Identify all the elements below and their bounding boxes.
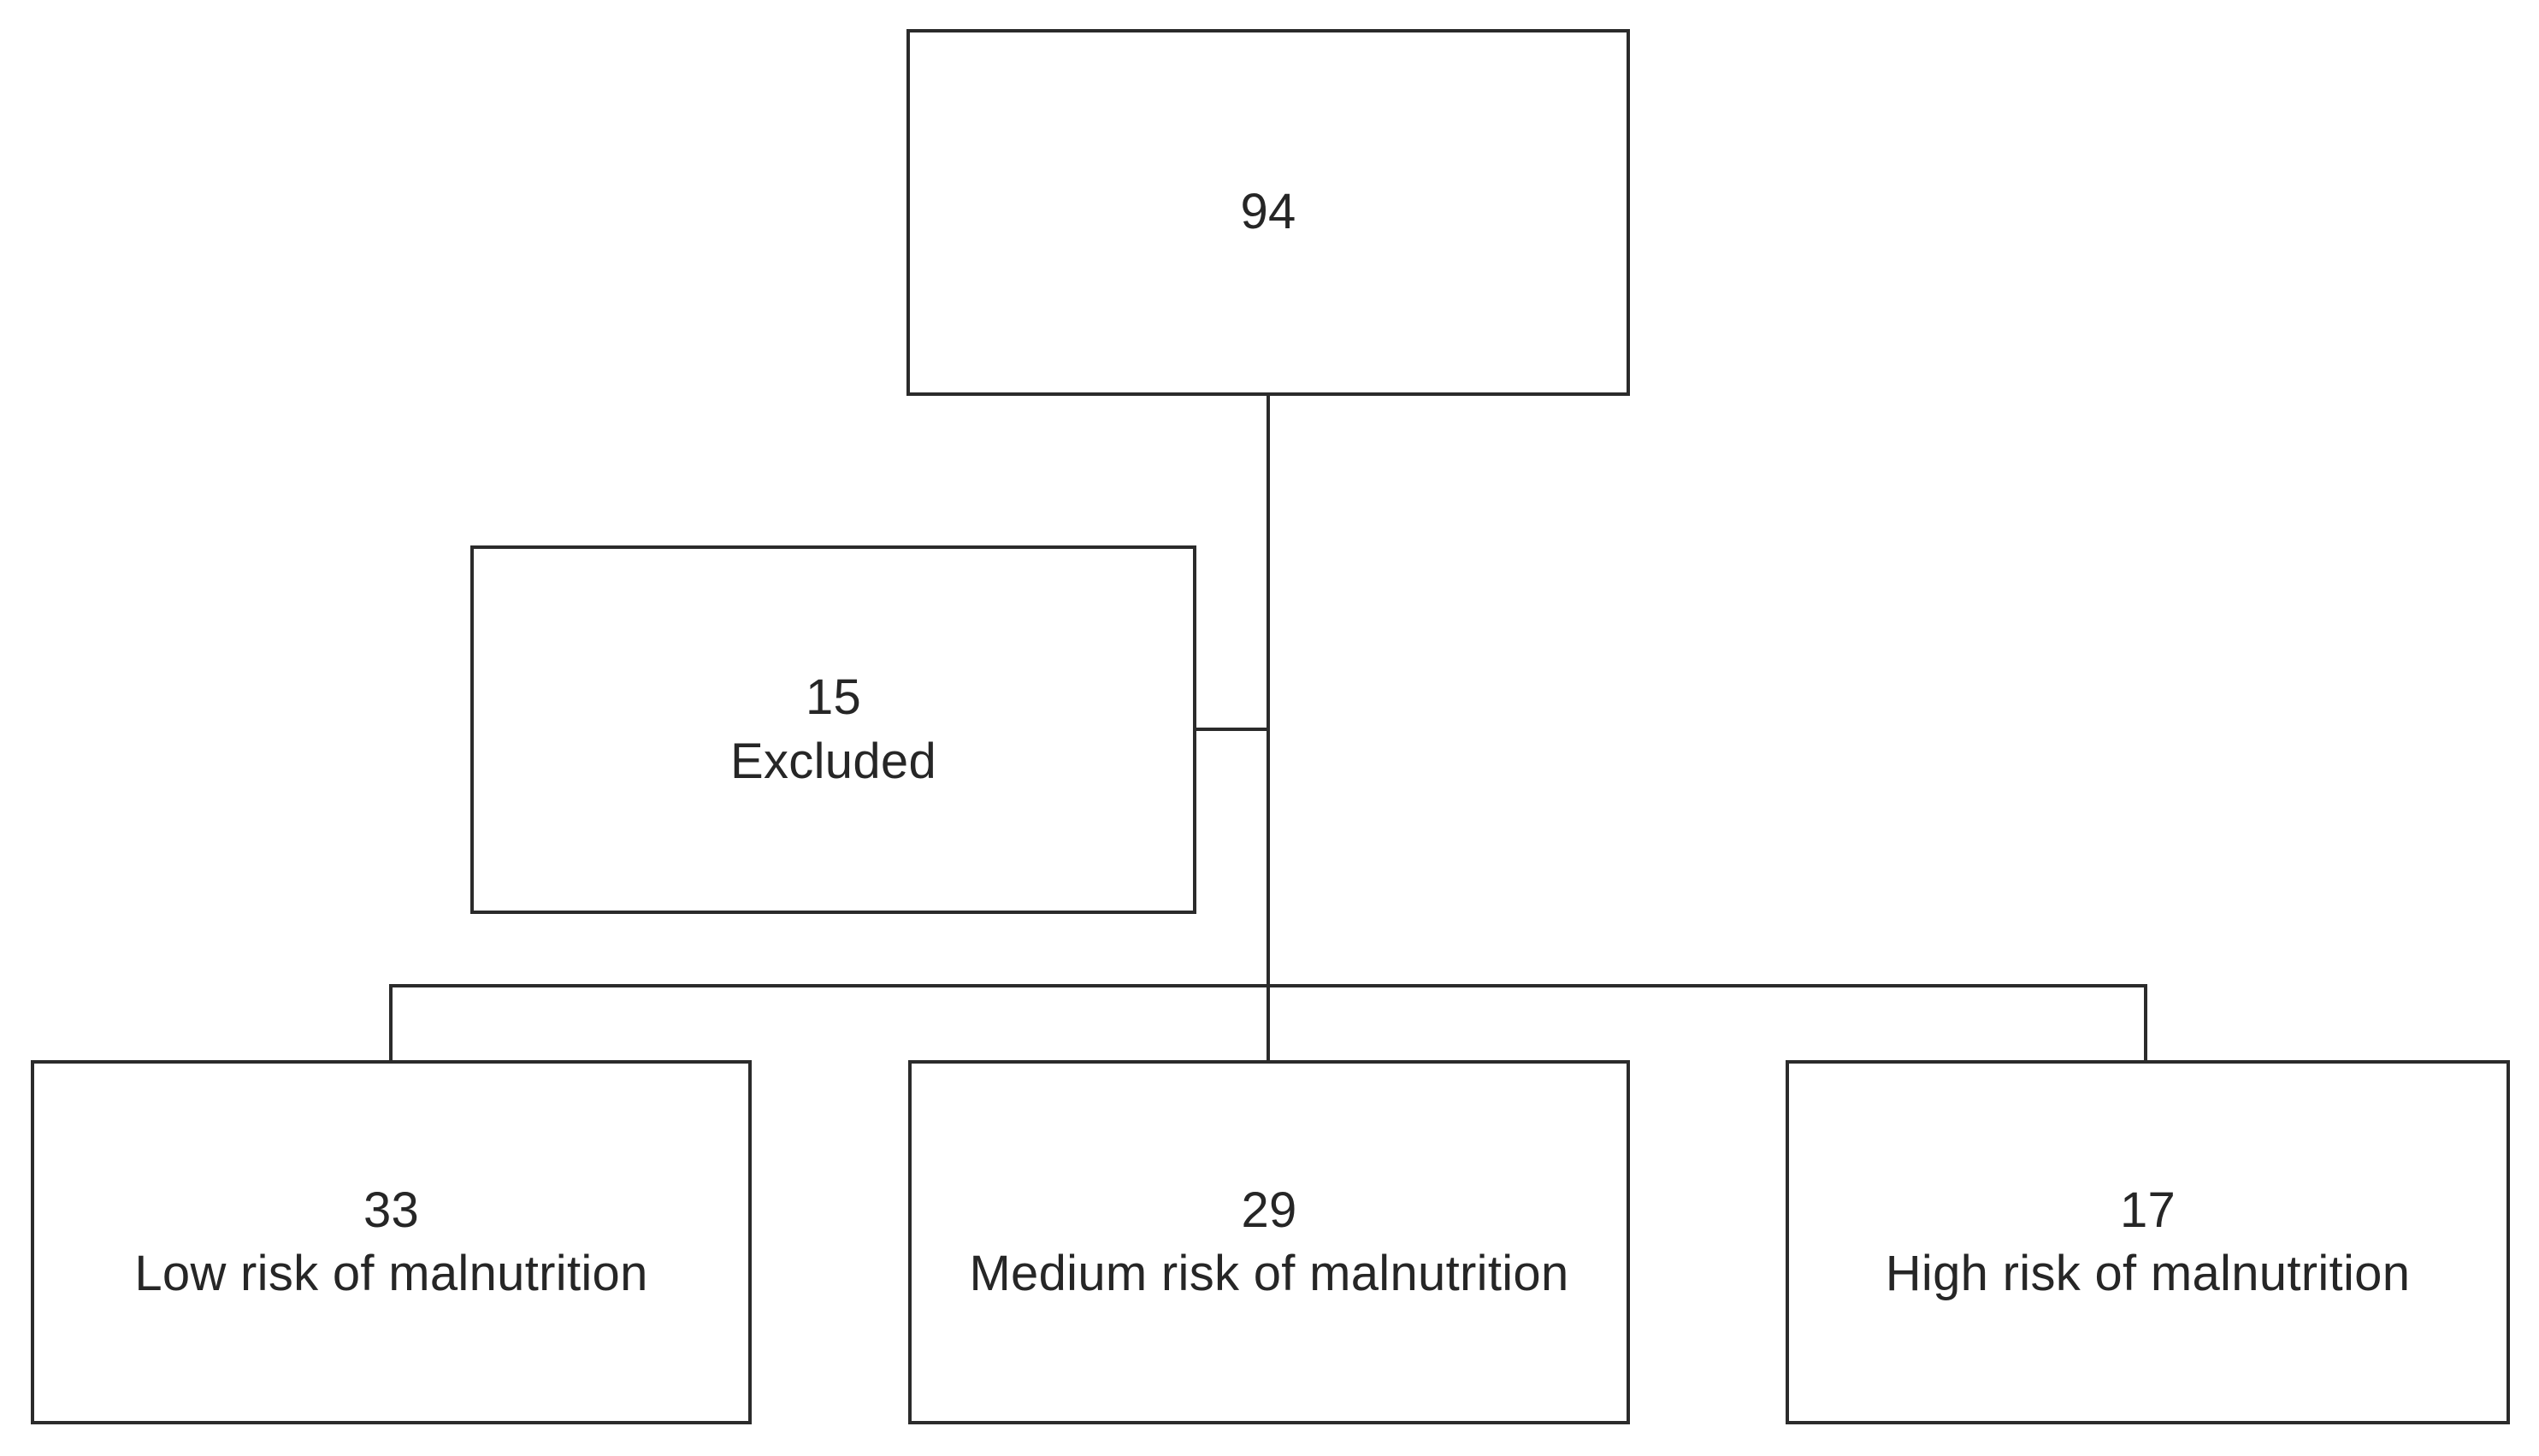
node-excluded-count: 15 — [805, 669, 862, 726]
connector-leg-high — [2144, 984, 2147, 1062]
node-high-risk[interactable]: 17 High risk of malnutrition — [1786, 1060, 2510, 1424]
node-medium-risk-count: 29 — [1241, 1182, 1297, 1238]
node-low-risk[interactable]: 33 Low risk of malnutrition — [31, 1060, 752, 1424]
node-high-risk-label: High risk of malnutrition — [1885, 1246, 2411, 1301]
connector-excluded-stub — [1195, 728, 1270, 731]
node-high-risk-count: 17 — [2119, 1182, 2176, 1238]
node-excluded-label: Excluded — [730, 733, 936, 789]
node-total[interactable]: 94 — [906, 29, 1630, 396]
node-excluded[interactable]: 15 Excluded — [470, 545, 1196, 914]
connector-leg-low — [389, 984, 393, 1062]
node-medium-risk[interactable]: 29 Medium risk of malnutrition — [908, 1060, 1630, 1424]
node-total-count: 94 — [1240, 184, 1296, 240]
node-low-risk-count: 33 — [363, 1182, 420, 1238]
connector-split-bar — [389, 984, 2147, 987]
node-medium-risk-label: Medium risk of malnutrition — [969, 1246, 1569, 1301]
node-low-risk-label: Low risk of malnutrition — [134, 1246, 648, 1301]
